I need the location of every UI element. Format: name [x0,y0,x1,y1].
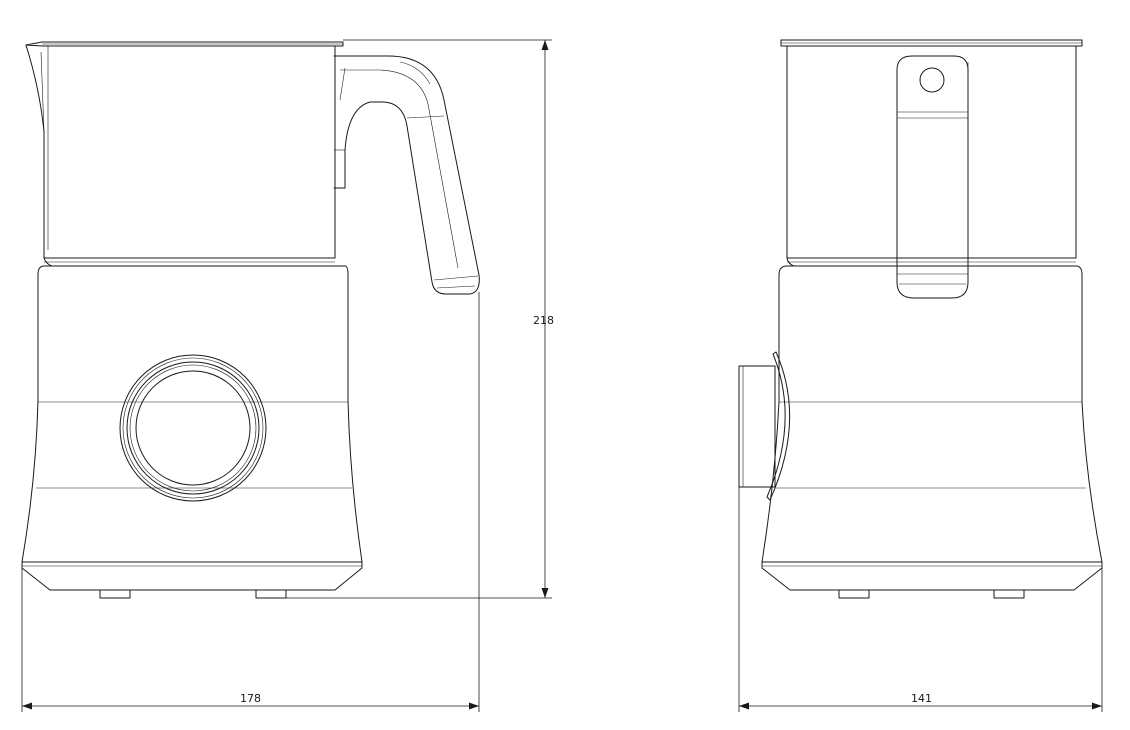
side-width-dimension-label: 141 [911,692,932,705]
height-dimension: 218 [286,39,554,599]
height-dimension-label: 218 [533,314,554,327]
front-jug-body [25,44,336,267]
side-jug-lid [780,39,1083,47]
front-control-dial [119,354,267,502]
front-width-dimension: 178 [21,292,480,712]
side-jug-body [786,45,1077,267]
side-handle [896,55,969,299]
side-view: 141 [738,39,1103,712]
front-handle [333,55,480,295]
side-width-dimension: 141 [738,487,1103,712]
front-view: 218 178 [21,39,554,712]
side-control-dial [738,351,791,501]
front-jug-lid [25,41,344,47]
front-base [21,265,363,599]
side-base [761,265,1103,599]
front-width-dimension-label: 178 [240,692,261,705]
